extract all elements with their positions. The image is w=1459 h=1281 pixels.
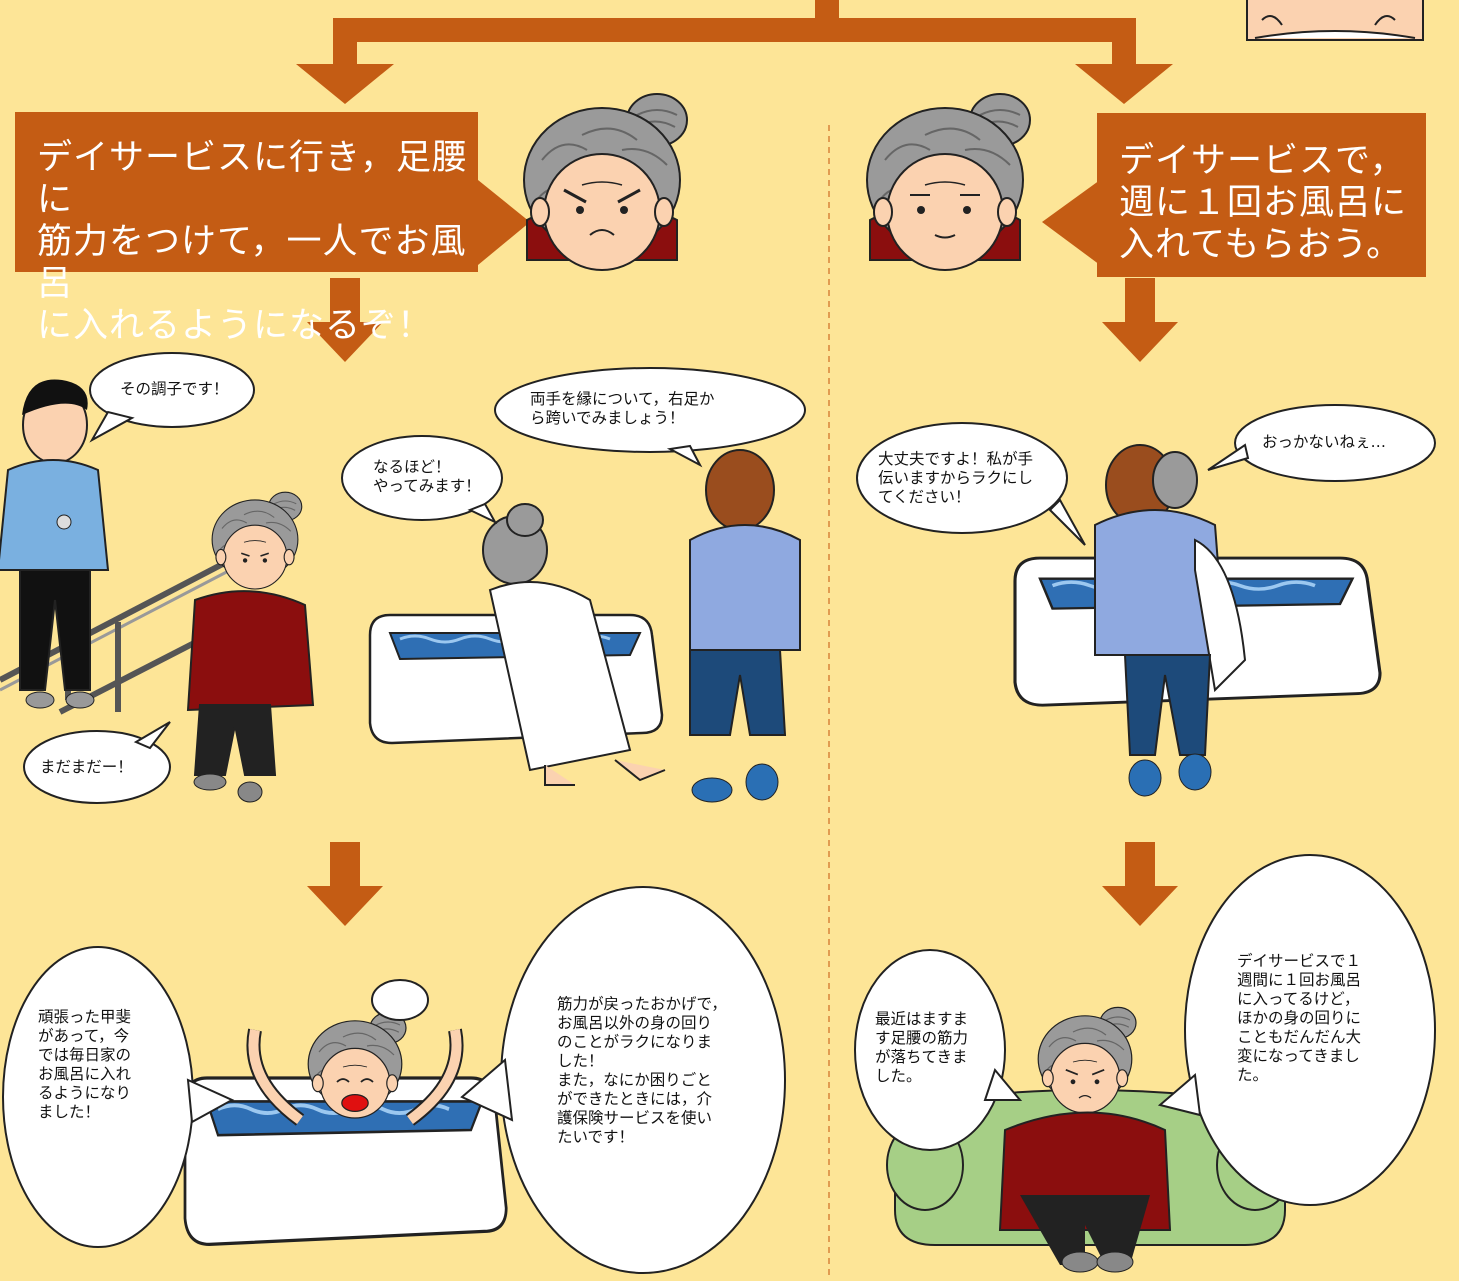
staff-speech: その調子です！ — [120, 380, 229, 398]
bubble-bath-user — [341, 435, 503, 521]
grandma-calm — [866, 93, 1031, 271]
narration-right: 最近はますま す足腰の筋力 が落ちてきま した。 — [875, 1010, 969, 1085]
caregiver — [1094, 444, 1247, 797]
bubble-caregiver — [856, 422, 1068, 534]
down-arrow-icon — [1102, 842, 1178, 926]
assist-user-speech: おっかないねぇ… — [1262, 433, 1387, 451]
grandma-tired — [1037, 1006, 1137, 1114]
narration-left: 頑張った甲斐 があって，今 では毎日家の お風呂に入れ るようになり ました！ — [38, 1008, 132, 1121]
grandma-bathing — [482, 503, 666, 786]
plan-pointer-left — [478, 180, 530, 265]
grandma-walking — [211, 491, 303, 590]
bubble-narration-right — [854, 949, 1006, 1151]
plan-box-right: デイサービスで， 週に１回お風呂に 入れてもらおう。 — [1097, 113, 1426, 277]
user-walk-speech: まだまだー！ — [40, 758, 133, 776]
partial-figure-top — [1246, 0, 1424, 41]
down-arrow-icon — [307, 842, 383, 926]
plan-pointer-right — [1042, 180, 1100, 265]
bubble-staff — [89, 352, 255, 428]
plan-box-left: デイサービスに行き，足腰に 筋力をつけて，一人でお風呂 に入れるようになるぞ！ — [15, 112, 478, 346]
bubble-assist-user — [1234, 404, 1436, 482]
outcome-speech-left: 筋力が戻ったおかげで， お風呂以外の身の回り のことがラクになりま した！ また… — [557, 995, 727, 1146]
staff-person — [0, 379, 110, 709]
grandma-walking-body — [186, 590, 315, 803]
caregiver-speech: 大丈夫ですよ！私が手 伝いますからラクにし てください！ — [878, 450, 1034, 506]
bubble-instructor — [494, 367, 806, 453]
instructor-speech: 両手を縁について，右足か ら跨いでみましょう！ — [530, 390, 715, 427]
towel-icon — [371, 979, 429, 1021]
grandma-determined — [523, 93, 688, 271]
branch-connector — [296, 0, 1173, 104]
bubble-outcome-right — [1184, 854, 1436, 1206]
outcome-speech-right: デイサービスで１ 週間に１回お風呂 に入ってるけど， ほかの身の回りに こともだ… — [1237, 952, 1362, 1084]
bubble-user-walk — [23, 730, 171, 804]
instructor — [689, 449, 801, 803]
bath-user-speech: なるほど！ やってみます！ — [373, 458, 481, 495]
grandma-happy — [307, 1011, 407, 1119]
grandma-tired-body — [998, 1111, 1172, 1273]
down-arrow-icon — [1102, 278, 1178, 362]
